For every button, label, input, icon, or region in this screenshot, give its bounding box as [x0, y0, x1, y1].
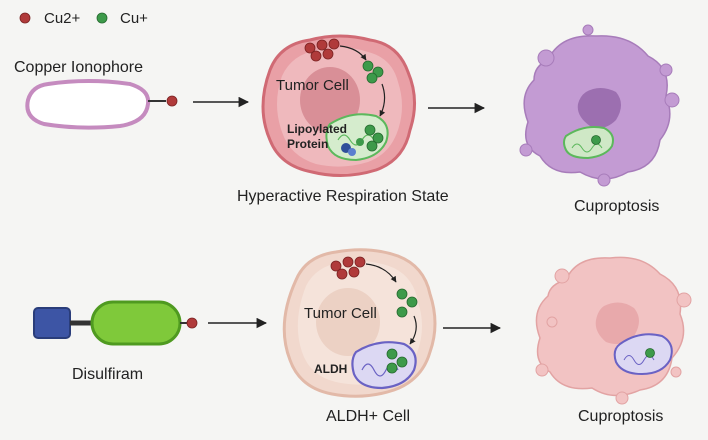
legend: Cu2+ Cu+	[19, 10, 148, 27]
top-bleb-1	[537, 49, 555, 67]
bottom-cuproptotic-cell	[535, 256, 692, 405]
copper-ionophore-label: Copper Ionophore	[14, 59, 143, 76]
bottom-tumor-cell-nucleus	[316, 288, 380, 356]
bottom-cuproptotic-cu1-ion	[645, 348, 655, 358]
cu2-legend-label: Cu2+	[44, 10, 81, 27]
aldh-label: ALDH	[314, 362, 347, 376]
cu1-legend-dot	[96, 12, 108, 24]
bottom-bleb-1	[554, 268, 570, 284]
top-state-label: Hyperactive Respiration State	[237, 188, 449, 205]
top-bleb-3	[664, 92, 680, 108]
top-cuproptotic-cu1-ion	[591, 135, 601, 145]
bottom-transfer-arrow	[409, 315, 417, 345]
disulfiram-label: Disulfiram	[72, 366, 143, 383]
disulfiram-cu2-ion	[186, 317, 198, 329]
bottom-reduction-arrow	[365, 263, 397, 283]
top-cuproptotic-nucleus	[577, 88, 621, 128]
bottom-tumor-cell: Tumor Cell ALDH	[282, 248, 437, 398]
disulfiram-pill	[90, 300, 182, 346]
copper-ionophore-carrier	[25, 79, 151, 130]
bottom-bleb-2	[676, 292, 692, 308]
bottom-cu1-cluster	[396, 288, 418, 318]
bottom-aldh-cu1-ions	[386, 348, 408, 374]
bottom-bleb-5	[615, 391, 629, 405]
ionophore-cu2-ion	[166, 95, 178, 107]
top-transfer-arrow	[379, 83, 386, 117]
bottom-mitochondrion	[351, 341, 417, 390]
bottom-outcome-label: Cuproptosis	[578, 408, 663, 425]
top-bleb-2	[659, 63, 673, 77]
top-reduction-arrow	[339, 45, 367, 61]
bottom-bleb-3	[546, 316, 558, 328]
top-cuproptotic-cell	[519, 24, 680, 187]
bottom-tumor-cell-label: Tumor Cell	[304, 305, 377, 322]
bottom-cu2-cluster	[330, 256, 366, 280]
lipoylated-protein-label-line2: Protein	[287, 137, 328, 151]
top-bleb-6	[582, 24, 594, 36]
top-lipoylated-protein-complex	[341, 124, 384, 156]
top-cuproptotic-mitochondrion	[563, 126, 614, 160]
top-tumor-cell: Tumor Cell Lipoylated Protein	[261, 34, 416, 178]
top-cu2-cluster	[304, 38, 340, 62]
bottom-cuproptotic-nucleus	[595, 302, 639, 344]
bottom-state-label: ALDH+ Cell	[326, 408, 410, 425]
top-tumor-cell-label: Tumor Cell	[276, 77, 349, 94]
cu1-legend-label: Cu+	[120, 10, 148, 27]
disulfiram-block	[33, 307, 71, 339]
top-bleb-4	[519, 143, 533, 157]
cu2-legend-dot	[19, 12, 31, 24]
bottom-cuproptotic-mitochondrion	[613, 333, 673, 376]
lipoylated-protein-label-line1: Lipoylated	[287, 122, 347, 136]
bottom-bleb-6	[670, 366, 682, 378]
top-bleb-5	[597, 173, 611, 187]
bottom-bleb-4	[535, 363, 549, 377]
top-outcome-label: Cuproptosis	[574, 198, 659, 215]
top-cu1-cluster	[362, 60, 384, 84]
